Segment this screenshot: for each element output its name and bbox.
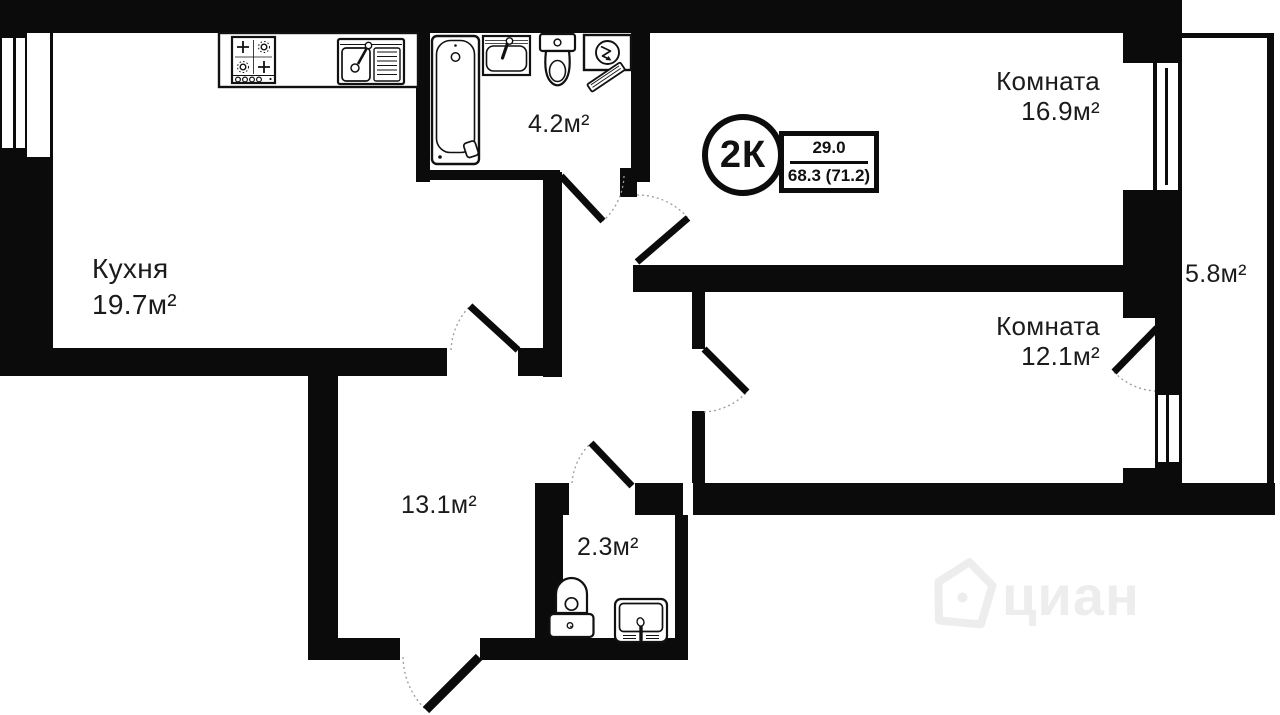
rooms-count-badge: 2К: [702, 114, 784, 196]
door-kitchen: [450, 303, 521, 353]
door-balcony: [1111, 325, 1160, 392]
door-entrance: [402, 653, 483, 714]
watermark: циан: [1002, 564, 1140, 627]
total-area-value: 68.3 (71.2): [787, 165, 871, 185]
room1-balcony-window-icon: [1153, 63, 1182, 190]
house-icon: [934, 558, 997, 629]
shelf-icon: [586, 61, 626, 93]
room1-name: Комната: [996, 66, 1100, 96]
living-area-value: 29.0: [812, 138, 846, 158]
stove-icon: [230, 35, 277, 85]
bathroom-area-label: 4.2м²: [528, 110, 590, 138]
wc-area-label: 2.3м²: [577, 533, 639, 561]
door-bathroom: [558, 173, 625, 224]
room2-label: Комната 12.1м²: [996, 311, 1100, 371]
door-room1: [634, 194, 691, 265]
door-wc: [571, 440, 635, 489]
badge-divider: [790, 160, 868, 164]
washing-machine-icon: [582, 33, 633, 72]
kitchen-sink-icon: [336, 37, 406, 86]
toilet-icon: [538, 32, 577, 87]
wc-toilet-icon: [548, 576, 595, 639]
walls: [0, 0, 1275, 660]
room2-area: 12.1м²: [1021, 341, 1100, 371]
door-room2: [701, 346, 750, 413]
bathtub-icon: [430, 34, 481, 166]
hallway-area-label: 13.1м²: [401, 491, 477, 519]
balcony-area-label: 5.8м²: [1185, 260, 1247, 288]
washbasin-icon: [481, 34, 532, 77]
room1-label: Комната 16.9м²: [996, 66, 1100, 126]
room2-balcony-window-icon: [1155, 395, 1182, 462]
kitchen-window-icon: [2, 33, 50, 157]
room1-area: 16.9м²: [1021, 96, 1100, 126]
wc-sink-icon: [613, 597, 669, 644]
kitchen-area: 19.7м²: [92, 289, 177, 320]
area-summary-box: 29.0 68.3 (71.2): [779, 131, 879, 193]
kitchen-label: Кухня 19.7м²: [92, 251, 177, 323]
kitchen-name: Кухня: [92, 253, 169, 284]
room2-name: Комната: [996, 311, 1100, 341]
